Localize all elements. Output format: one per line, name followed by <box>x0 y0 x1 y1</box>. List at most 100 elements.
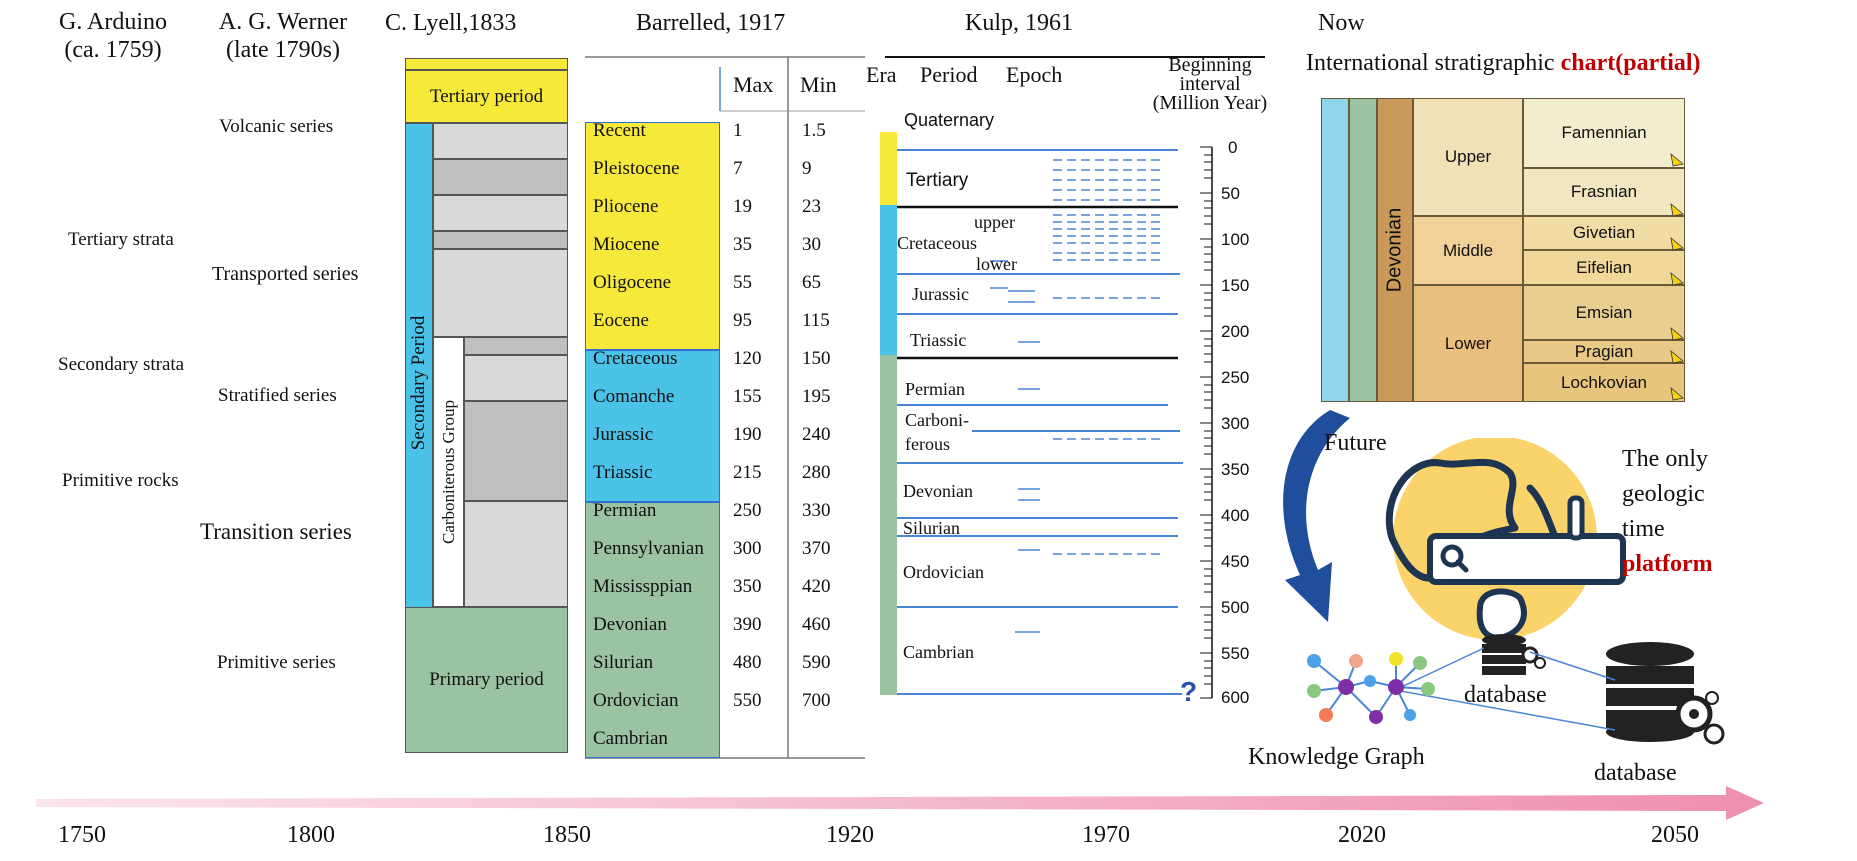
ics-header-highlight: chart(partial) <box>1560 50 1701 76</box>
lyell-column: Tertiary period Secondary Period Carboni… <box>405 58 568 753</box>
kulp-axis-label: 200 <box>1221 322 1250 341</box>
arduino-header: G. Arduino (ca. 1759) <box>48 8 178 64</box>
lyell-top-band <box>405 58 568 70</box>
lyell-layer <box>464 337 568 355</box>
table-row: Cambrian <box>593 728 668 749</box>
arduino-tertiary-strata: Tertiary strata <box>68 229 174 250</box>
future-arrow-icon <box>1283 410 1350 622</box>
kulp-header: Kulp, 1961 <box>965 10 1073 36</box>
ics-chart: Devonian Upper Middle Lower Famennian Fr… <box>1321 98 1685 402</box>
connection-lines <box>1394 647 1616 731</box>
timeline-label: 2020 <box>1338 822 1386 848</box>
kulp-permian: Permian <box>905 379 965 399</box>
platform-globe-icon <box>1385 438 1626 642</box>
ics-stage-eifelian: Eifelian <box>1523 250 1685 285</box>
ics-period-column <box>1377 98 1413 402</box>
ics-epoch-upper: Upper <box>1413 98 1523 216</box>
kulp-col-epoch: Epoch <box>1006 62 1063 87</box>
lyell-tertiary-period: Tertiary period <box>405 70 568 123</box>
kulp-devonian: Devonian <box>903 481 973 501</box>
kulp-axis-label: 300 <box>1221 414 1250 433</box>
barrelled-tertiary-band <box>585 122 720 350</box>
werner-name: A. G. Werner <box>218 9 348 35</box>
ics-stage-emsian: Emsian <box>1523 285 1685 340</box>
platform-text: The only geologic time platform <box>1622 446 1713 577</box>
kulp-lower: lower <box>976 254 1017 274</box>
kulp-quaternary: Quaternary <box>904 110 995 130</box>
lyell-carboniferous-label: Carboniterous Group <box>439 399 458 545</box>
lyell-layer <box>433 195 568 231</box>
arduino-primitive-rocks: Primitive rocks <box>62 470 179 491</box>
lyell-primary-period: Primary period <box>405 607 568 753</box>
lyell-layer <box>433 231 568 249</box>
ics-eon-column <box>1321 98 1349 402</box>
kulp-carboniferous: Carboni- ferous <box>905 410 969 454</box>
kulp-axis-label: 350 <box>1221 460 1250 479</box>
kulp-col-era: Era <box>866 62 897 87</box>
arduino-date: (ca. 1759) <box>64 37 162 63</box>
kulp-jurassic: Jurassic <box>912 284 969 304</box>
lyell-layer <box>433 159 568 195</box>
ics-stage-pragian: Pragian <box>1523 340 1685 363</box>
lyell-layer <box>433 123 568 159</box>
kulp-cambrian: Cambrian <box>903 642 974 662</box>
knowledge-graph-label: Knowledge Graph <box>1248 744 1425 770</box>
werner-stratified-series: Stratified series <box>218 385 337 406</box>
ics-period-label: Devonian <box>1383 207 1406 293</box>
barrelled-header: Barrelled, 1917 <box>636 10 786 36</box>
barrelled-col-max: Max <box>733 72 774 97</box>
database-large-icon <box>1606 642 1725 745</box>
ics-epoch-lower: Lower <box>1413 285 1523 402</box>
timeline-label: 1750 <box>58 822 106 848</box>
kulp-axis-label: 0 <box>1228 138 1238 157</box>
lyell-layer <box>464 401 568 501</box>
kulp-upper: upper <box>974 212 1015 232</box>
kulp-axis-label: 100 <box>1221 230 1250 249</box>
kulp-silurian: Silurian <box>903 518 960 538</box>
werner-header: A. G. Werner (late 1790s) <box>208 8 358 64</box>
kulp-col-beginning: Beginning interval (Million Year) <box>1152 54 1268 114</box>
timeline-label: 1920 <box>826 822 874 848</box>
now-header: Now <box>1318 10 1365 36</box>
future-label: Future <box>1324 430 1387 456</box>
barrelled-paleozoic-band <box>585 502 720 758</box>
barrelled-col-min: Min <box>800 72 837 97</box>
kulp-axis-label: 50 <box>1221 184 1240 203</box>
database-label-1: database <box>1464 682 1547 708</box>
kulp-graphic <box>880 56 1265 699</box>
kulp-axis-label: 450 <box>1221 552 1250 571</box>
werner-volcanic-series: Volcanic series <box>219 116 334 137</box>
timeline-label: 1850 <box>543 822 591 848</box>
werner-transported-series: Transported series <box>212 263 359 285</box>
lyell-layer <box>464 355 568 401</box>
timeline-label: 1800 <box>287 822 335 848</box>
kulp-triassic: Triassic <box>910 330 967 350</box>
kulp-question-mark: ? <box>1180 676 1198 707</box>
ics-stage-lochkovian: Lochkovian <box>1523 363 1685 402</box>
barrelled-mesozoic-band <box>585 350 720 502</box>
timeline-label: 1970 <box>1082 822 1130 848</box>
database-small-icon <box>1482 634 1546 675</box>
ics-header: International stratigraphic chart(partia… <box>1306 50 1701 77</box>
kulp-axis-label: 550 <box>1221 644 1250 663</box>
kulp-axis-label: 400 <box>1221 506 1250 525</box>
lyell-secondary-label: Secondary Period <box>408 315 429 451</box>
kulp-axis-label: 150 <box>1221 276 1250 295</box>
werner-date: (late 1790s) <box>226 37 340 63</box>
timeline-label: 2050 <box>1651 822 1699 848</box>
kulp-col-period: Period <box>920 62 978 87</box>
